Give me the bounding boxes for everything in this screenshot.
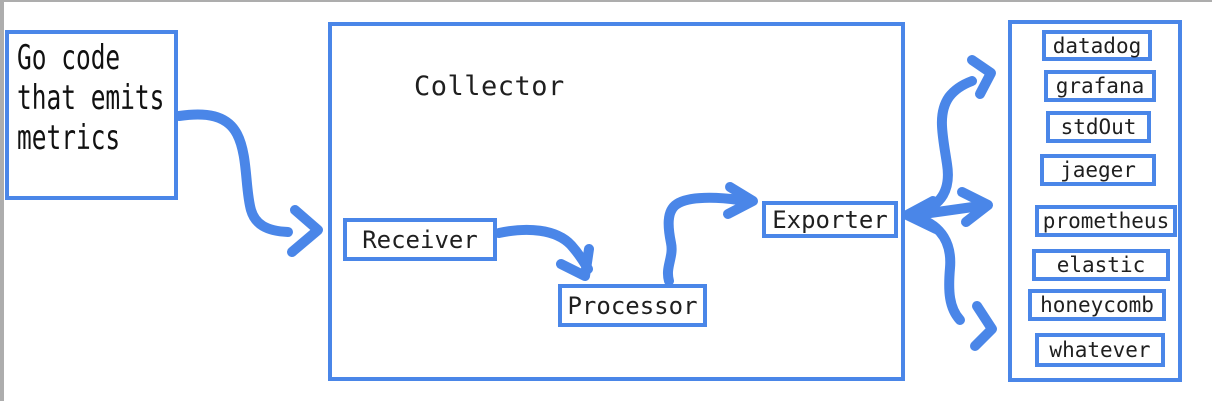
receiver-label: Receiver	[362, 225, 478, 254]
arrowhead-prometheus-right	[957, 187, 993, 227]
canvas-left-edge	[0, 0, 4, 401]
source-line-1: Go code	[17, 38, 121, 78]
destination-label-jaeger: jaeger	[1060, 158, 1136, 182]
destination-box-stdout: stdOut	[1046, 111, 1151, 143]
source-line-3: metrics	[17, 118, 121, 158]
arrow-source-to-receiver	[174, 109, 293, 237]
arrow-exporter-to-prometheus	[911, 201, 985, 220]
destination-box-honeycomb: honeycomb	[1028, 289, 1166, 321]
canvas-top-edge	[0, 0, 1212, 2]
destination-label-whatever: whatever	[1049, 338, 1151, 362]
destination-label-stdout: stdOut	[1060, 115, 1137, 139]
arrowhead-prometheus-left	[902, 196, 941, 234]
destination-box-datadog: datadog	[1042, 30, 1152, 61]
destination-box-elastic: elastic	[1032, 249, 1170, 281]
destination-label-elastic: elastic	[1056, 253, 1146, 277]
destination-box-whatever: whatever	[1035, 333, 1165, 367]
destination-label-prometheus: prometheus	[1042, 209, 1170, 233]
destination-box-prometheus: prometheus	[1035, 205, 1177, 237]
source-box-text: Go code that emits metrics	[17, 38, 183, 158]
destination-box-grafana: grafana	[1044, 70, 1156, 102]
processor-box: Processor	[558, 284, 707, 327]
arrowhead-exporter-to-destinations-down	[970, 301, 997, 351]
source-line-2: that emits	[17, 78, 165, 118]
processor-label: Processor	[567, 291, 698, 320]
receiver-box: Receiver	[343, 218, 497, 261]
arrow-exporter-to-destinations-up	[913, 76, 977, 217]
arrowhead-source-to-receiver	[287, 205, 323, 257]
exporter-label: Exporter	[772, 205, 888, 234]
arrowhead-exporter-to-destinations-up	[967, 55, 996, 99]
destination-box-jaeger: jaeger	[1040, 154, 1156, 186]
destination-label-honeycomb: honeycomb	[1040, 293, 1154, 317]
destination-label-grafana: grafana	[1055, 74, 1145, 98]
source-box: Go code that emits metrics	[5, 30, 178, 200]
collector-title: Collector	[414, 71, 565, 102]
destination-label-datadog: datadog	[1052, 33, 1142, 58]
exporter-box: Exporter	[762, 201, 898, 238]
arrow-exporter-to-destinations-down	[913, 213, 965, 325]
